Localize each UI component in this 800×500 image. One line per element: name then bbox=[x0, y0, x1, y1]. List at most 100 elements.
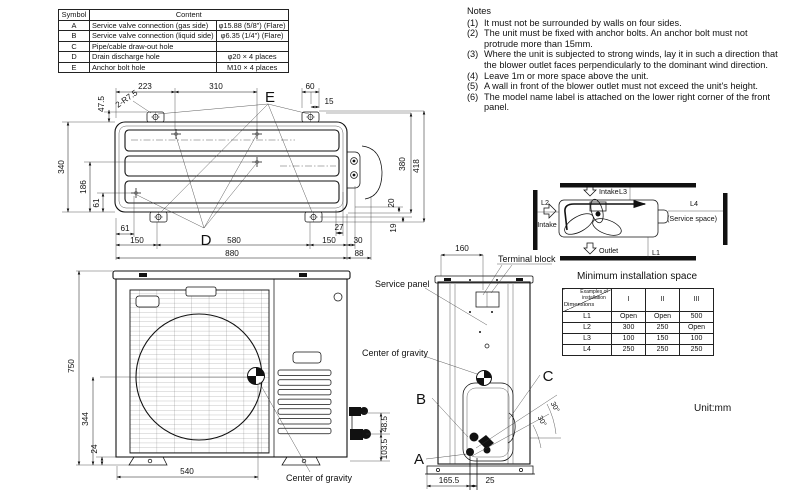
angle-30-lower: 30° bbox=[536, 414, 549, 428]
front-view-drawing: 750 344 24 540 48.5 103.5 Center of grav… bbox=[67, 270, 390, 483]
note-item: (6) The model name label is attached on … bbox=[467, 92, 783, 113]
label-c: C bbox=[543, 368, 554, 385]
value-cell: 250 bbox=[645, 344, 680, 356]
symbol-row-e: E Anchor bolt hole M10 × 4 places bbox=[58, 61, 289, 73]
notes-title: Notes bbox=[467, 6, 492, 16]
symbol-cell: C bbox=[58, 40, 90, 52]
value-cell: 100 bbox=[679, 333, 714, 345]
dim-418: 418 bbox=[412, 159, 421, 173]
spec-cell: φ20 × 4 places bbox=[215, 51, 289, 63]
dim-25: 25 bbox=[485, 476, 495, 485]
spec-cell: φ6.35 (1/4") (Flare) bbox=[215, 30, 289, 42]
dim-310: 310 bbox=[209, 82, 223, 91]
dim-27: 27 bbox=[334, 223, 344, 232]
symbol-cell: A bbox=[58, 19, 90, 31]
note-text: The unit must be fixed with anchor bolts… bbox=[484, 28, 748, 49]
symbol-row-c: C Pipe/cable draw-out hole bbox=[58, 40, 289, 52]
symbol-cell: D bbox=[58, 51, 90, 63]
label-a: A bbox=[414, 451, 424, 468]
installation-space-diagram: Intake L3 L2 Intake Outlet L1 L4 (Servic… bbox=[533, 183, 728, 282]
note-number: (5) bbox=[467, 81, 479, 92]
value-cell: Open bbox=[679, 322, 714, 334]
install-row-l2: L2 300 250 Open bbox=[562, 322, 714, 334]
l3-label: L3 bbox=[619, 187, 627, 196]
center-of-gravity-marker bbox=[247, 367, 265, 385]
symbol-row-d: D Drain discharge hole φ20 × 4 places bbox=[58, 51, 289, 63]
l2-label: L2 bbox=[541, 198, 549, 207]
dim-cell: L4 bbox=[562, 344, 612, 356]
intake-top-label: Intake bbox=[599, 187, 619, 196]
value-cell: 250 bbox=[679, 344, 714, 356]
content-cell: Pipe/cable draw-out hole bbox=[89, 40, 217, 52]
louver-slats bbox=[277, 369, 332, 435]
service-valves-front bbox=[349, 407, 371, 440]
install-table-header: Examples of installation Dimensions I II… bbox=[562, 288, 714, 312]
dim-340: 340 bbox=[57, 160, 66, 174]
l4-label: L4 bbox=[690, 199, 698, 208]
note-text: Leave 1m or more space above the unit. bbox=[484, 70, 649, 81]
side-view-drawing: 160 Terminal block Service panel Center … bbox=[362, 244, 562, 490]
note-item: (1) It must not be surrounded by walls o… bbox=[467, 18, 783, 29]
content-cell: Drain discharge hole bbox=[89, 51, 217, 63]
dim-150-left: 150 bbox=[130, 236, 144, 245]
dim-150-right: 150 bbox=[322, 236, 336, 245]
note-number: (4) bbox=[467, 70, 479, 81]
col-header-3: III bbox=[679, 288, 714, 312]
note-item: (2) The unit must be fixed with anchor b… bbox=[467, 28, 783, 49]
dim-580: 580 bbox=[227, 236, 241, 245]
content-header-cell: Content bbox=[89, 9, 289, 21]
dim-750: 750 bbox=[67, 359, 76, 373]
value-cell: 500 bbox=[679, 311, 714, 323]
outlet-arrow bbox=[583, 242, 597, 255]
symbol-row-a: A Service valve connection (gas side) φ1… bbox=[58, 19, 289, 31]
terminal-block-label: Terminal block bbox=[498, 254, 556, 264]
dim-24: 24 bbox=[90, 444, 99, 454]
note-number: (1) bbox=[467, 17, 479, 28]
fan-blades bbox=[564, 198, 622, 236]
center-of-gravity-label-front: Center of gravity bbox=[286, 473, 353, 483]
unit-mm-label: Unit:mm bbox=[694, 403, 732, 414]
service-panel-label: Service panel bbox=[375, 279, 430, 289]
intake-arrow-top bbox=[583, 184, 597, 197]
symbol-table-header: Symbol Content bbox=[58, 9, 289, 21]
drain-holes bbox=[131, 129, 262, 198]
symbol-row-b: B Service valve connection (liquid side)… bbox=[58, 30, 289, 42]
note-text: It must not be surrounded by walls on fo… bbox=[484, 17, 682, 28]
service-valves-side bbox=[466, 432, 494, 490]
examples-label: Examples of installation bbox=[580, 289, 608, 301]
symbol-cell: E bbox=[58, 61, 90, 73]
dim-19: 19 bbox=[389, 223, 398, 233]
notes-section: Notes (1) It must not be surrounded by w… bbox=[467, 6, 783, 113]
installation-space-title: Minimum installation space bbox=[577, 271, 697, 282]
col-header-1: I bbox=[611, 288, 646, 312]
dim-380: 380 bbox=[398, 157, 407, 171]
outlet-label: Outlet bbox=[599, 246, 618, 255]
dim-160: 160 bbox=[455, 244, 469, 253]
dim-cell: L2 bbox=[562, 322, 612, 334]
symbol-table: Symbol Content A Service valve connectio… bbox=[58, 9, 289, 73]
content-cell: Service valve connection (liquid side) bbox=[89, 30, 217, 42]
dim-61-bottom: 61 bbox=[120, 224, 130, 233]
value-cell: 100 bbox=[611, 333, 646, 345]
content-cell: Anchor bolt hole bbox=[89, 61, 217, 73]
dim-cell: L3 bbox=[562, 333, 612, 345]
note-number: (6) bbox=[467, 91, 479, 102]
dim-103-5: 103.5 bbox=[380, 438, 389, 459]
center-of-gravity-marker-side bbox=[476, 370, 492, 386]
dim-47-5: 47.5 bbox=[97, 96, 106, 112]
service-space-label: (Service space) bbox=[667, 214, 717, 223]
dimensions-label: Dimensions bbox=[564, 302, 595, 308]
symbol-cell: B bbox=[58, 30, 90, 42]
spec-cell bbox=[215, 40, 289, 52]
value-cell: Open bbox=[611, 311, 646, 323]
dim-cell: L1 bbox=[562, 311, 612, 323]
dim-186: 186 bbox=[79, 180, 88, 194]
install-row-l1: L1 Open Open 500 bbox=[562, 311, 714, 323]
dim-165-5: 165.5 bbox=[439, 476, 460, 485]
fan-grille bbox=[129, 289, 270, 454]
dim-88: 88 bbox=[354, 249, 364, 258]
intake-left-label: Intake bbox=[537, 220, 557, 229]
install-row-l4: L4 250 250 250 bbox=[562, 344, 714, 356]
